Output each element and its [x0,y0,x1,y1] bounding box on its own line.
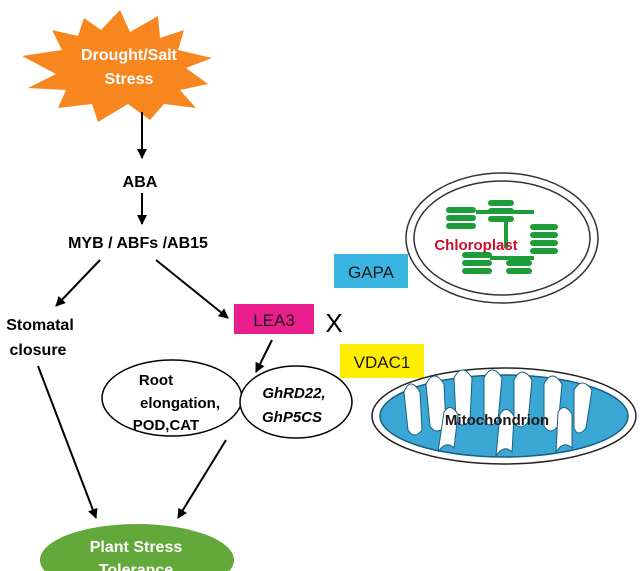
arrow-tfs-to-lea3 [155,259,229,319]
mitochondrion-label: Mitochondrion [445,412,549,429]
arrow-stomatal-to-tolerance [37,365,98,519]
arrow-lea3-to-genes [255,339,273,373]
genes-line2: GhP5CS [262,409,322,426]
gapa-box [334,254,408,288]
lea3-label: LEA3 [253,311,295,330]
vdac1-box [340,344,424,378]
mitochondrion-icon [371,367,637,465]
stomatal-closure-line1: Stomatal [6,317,74,334]
root-elongation-line3: POD,CAT [133,417,199,434]
transcription-factors-label: MYB / ABFs /AB15 [68,235,208,252]
arrow-genes-to-tolerance [177,439,227,519]
vdac1-label: VDAC1 [354,353,411,372]
root-elongation-line2: elongation, [140,395,220,412]
genes-line1: GhRD22, [262,385,325,402]
stress-label-line2: Stress [105,71,154,88]
genes-ellipse [239,365,353,439]
aba-label: ABA [123,174,158,191]
lea3-box [234,304,314,334]
arrow-tfs-to-stomatal [55,259,101,307]
stress-label-line1: Drought/Salt [81,47,178,64]
plant-stress-tolerance-line2: Tolerance [99,562,174,571]
gapa-label: GAPA [348,263,395,282]
chloroplast-icon [405,172,599,304]
root-elongation-line1: Root [139,372,173,389]
interaction-x-mark: X [325,308,342,338]
stress-starburst [22,10,212,122]
chloroplast-label: Chloroplast [434,237,517,254]
plant-stress-tolerance-ellipse [40,524,234,571]
plant-stress-tolerance-line1: Plant Stress [90,539,183,556]
stomatal-closure-line2: closure [10,342,67,359]
